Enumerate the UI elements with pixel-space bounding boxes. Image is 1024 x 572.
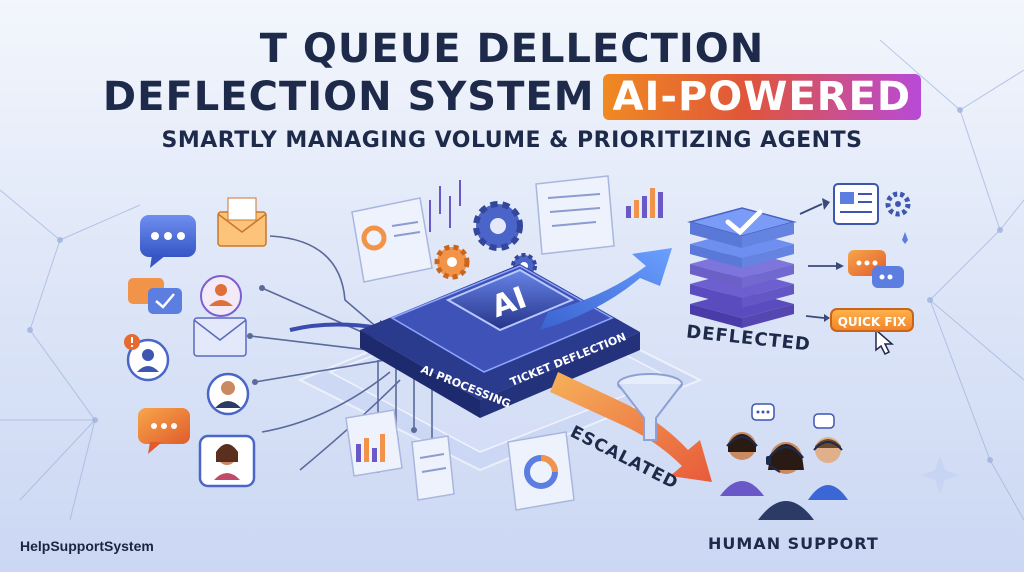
customer-avatar-icon [124,334,170,382]
message-check-icon [128,278,182,314]
ai-powered-badge: AI-POWERED [602,74,922,120]
donut-panel [507,431,575,511]
article-icon [833,183,879,225]
woman-profile-icon [198,434,256,488]
subtitle: SMARTLY MANAGING VOLUME & PRIORITIZING A… [161,128,863,153]
bar-chart-panel [345,409,403,477]
escalation-arrow [550,372,712,482]
email-icon [217,197,267,247]
title-line-2-text: DEFLECTION SYSTEM [102,74,595,120]
candlestick-chart [429,180,461,232]
user-mail-icon [193,275,247,357]
deflected-stack [687,207,797,328]
settings-gear-icon [885,191,911,217]
quick-fix-button: QUICK FIX [830,308,914,332]
agent-avatar-icon [206,372,250,416]
dashboard-panel-pie [351,197,433,283]
chat-reply-icon [848,232,908,288]
support-team-icon [720,403,848,520]
list-panel [411,435,455,501]
human-support-label: HUMAN SUPPORT [708,534,879,553]
outcome-arrows [799,203,836,319]
title-line-1: T QUEUE DELLECTION [259,26,765,72]
pointer-cursor-icon [875,328,894,356]
bar-chart-icon [626,188,663,218]
gear-icon [434,201,537,280]
chat-bubble-icon [140,215,196,268]
chat-orange-icon [138,408,190,454]
dashboard-panel-list [535,175,615,255]
deflection-arrow [540,248,672,330]
funnel-icon [617,373,683,441]
brand-name: HelpSupportSystem [20,538,154,554]
